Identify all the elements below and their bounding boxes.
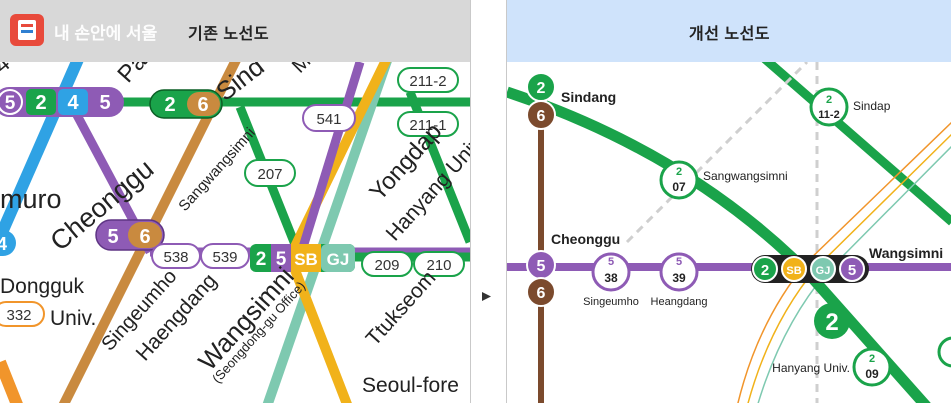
code-332: 332 <box>6 307 31 324</box>
existing-map-panel: 5 2 4 5 2 6 5 6 2 5 SB <box>0 0 471 403</box>
line5-up-track <box>295 62 365 259</box>
code-211-2: 211-2 <box>409 73 446 90</box>
seoul-app-icon <box>10 14 44 46</box>
left-header: 내 손안에 서울 기존 노선도 <box>0 0 470 62</box>
code-209: 209 <box>374 257 399 274</box>
station-label-muro: muro <box>0 184 62 214</box>
sindang-line6-label: 6 <box>197 94 208 116</box>
station-label-hanyang: Hanyang Univ. <box>772 361 850 375</box>
code-538: 538 <box>163 249 188 266</box>
code-pill-332 <box>0 301 45 327</box>
sindang-line2-badge: 2 <box>537 80 546 97</box>
station-label-ttukseom: Ttukseom <box>362 266 441 350</box>
station-singeumho: 5 38 Singeumho <box>583 252 639 308</box>
code-210: 210 <box>426 257 451 274</box>
wangsimni-gj-badge: GJ <box>816 265 831 277</box>
right-header: 개선 노선도 <box>507 0 951 62</box>
station-sindap: 2 11-2 Sindap <box>809 87 891 127</box>
heangdang-number: 39 <box>672 271 686 285</box>
left-panel-title: 기존 노선도 <box>188 26 270 43</box>
arrow-right-icon <box>482 292 491 301</box>
line4-stub-label: 4 <box>0 234 7 254</box>
code-541: 541 <box>316 111 341 128</box>
logo-text: 내 손안에 서울 <box>54 24 158 43</box>
wangsimni-badge: 2 5 SB GJ <box>250 244 355 272</box>
wangsimni-line5-label: 5 <box>276 249 287 270</box>
singeumho-line-badge: 5 <box>608 256 614 268</box>
station-label-ma: Mal <box>288 62 326 78</box>
code-pill-541 <box>302 104 356 132</box>
heangdang-line-badge: 5 <box>676 256 682 268</box>
sb-lower-track <box>285 255 352 403</box>
right-panel-title: 개선 노선도 <box>688 26 771 43</box>
station-label-dongguk-univ: Univ. <box>50 307 96 330</box>
hanyang-number: 09 <box>865 367 879 381</box>
sindang-line6-badge: 6 <box>537 108 546 125</box>
seoul-logo: 내 손안에 서울 <box>10 14 170 46</box>
station-wangsimni: 2 SB GJ 5 Wangsimni <box>751 245 943 283</box>
code-pill-211-1 <box>397 111 459 137</box>
sindap-line-badge: 2 <box>826 94 832 106</box>
code-pill-210 <box>413 251 465 277</box>
station-hanyang: 2 09 Hanyang Univ. <box>772 347 892 387</box>
line4-track <box>0 62 84 240</box>
wangsimni-sb-badge: SB <box>786 265 801 277</box>
sangwangsimni-number: 07 <box>672 180 686 194</box>
improved-map: 2 6 Sindang 2 11-2 Sindap 2 07 Sangwangs… <box>507 62 951 403</box>
improved-map-panel: 2 6 Sindang 2 11-2 Sindap 2 07 Sangwangs… <box>506 0 951 403</box>
edge-station-marker <box>937 336 951 368</box>
station-cheonggu: 5 6 Cheonggu <box>526 231 620 307</box>
station-label-sangwangsimni: Sangwangsimni <box>703 169 788 183</box>
cheonggu-line6-label: 6 <box>139 226 150 248</box>
cheonggu-line5-badge: 5 <box>537 258 546 275</box>
station-sangwangsimni: 2 07 Sangwangsimni <box>659 160 788 200</box>
top-line4-label: 4 <box>67 92 79 114</box>
station-label-top-left: 4 <box>0 62 15 78</box>
cheonggu-line6-badge: 6 <box>537 285 546 302</box>
code-207: 207 <box>257 166 282 183</box>
line4-station-badge: 4 <box>0 230 16 256</box>
code-pill-539 <box>200 243 250 269</box>
station-label-sindap: Sindap <box>853 99 891 113</box>
wangsimni-line2-badge: 2 <box>761 262 769 279</box>
existing-map: 5 2 4 5 2 6 5 6 2 5 SB <box>0 62 470 403</box>
sindap-number: 11-2 <box>818 109 839 121</box>
top-badge-group: 5 2 4 5 <box>0 87 124 117</box>
wangsimni-sb-label: SB <box>294 250 318 269</box>
line2-upper-track <box>761 62 951 226</box>
hanyang-line-badge: 2 <box>869 353 875 365</box>
code-pill-209 <box>361 251 413 277</box>
sindang-line2-label: 2 <box>164 94 175 116</box>
station-label-sindang: Sindang <box>561 89 616 105</box>
line2-big-marker: 2 <box>814 303 850 339</box>
station-label-heangdang: Heangdang <box>651 296 708 308</box>
code-539: 539 <box>212 249 237 266</box>
cheonggu-badge: 5 6 <box>95 219 165 251</box>
code-pill-207 <box>244 159 296 187</box>
top-line2-label: 2 <box>35 92 46 114</box>
station-label-seoul-forest: Seoul-fore <box>362 374 459 397</box>
code-pill-211-2 <box>397 67 459 93</box>
station-sindang: 2 6 Sindang <box>526 72 616 130</box>
station-label-pa: Pa <box>112 62 152 88</box>
station-label-dongguk: Dongguk <box>0 275 85 298</box>
wangsimni-gj-label: GJ <box>327 250 350 269</box>
code-211-1: 211-1 <box>409 117 446 134</box>
top-line5b-label: 5 <box>99 92 110 114</box>
line2-big-label: 2 <box>825 309 838 336</box>
sangwangsimni-line-badge: 2 <box>676 166 682 178</box>
station-label-wangsimni: Wangsimni <box>869 245 943 261</box>
dashed-track-diag <box>625 62 809 244</box>
orange-track <box>0 359 23 403</box>
sindang-badge: 2 6 <box>149 89 223 119</box>
station-label-singeumho: Singeumho <box>583 296 639 308</box>
station-label-cheonggu: Cheonggu <box>551 231 620 247</box>
wangsimni-line5-badge: 5 <box>848 262 856 279</box>
gj-track <box>262 62 392 403</box>
station-heangdang: 5 39 Heangdang <box>651 252 708 308</box>
top-line5-label: 5 <box>5 93 16 114</box>
singeumho-number: 38 <box>604 271 618 285</box>
wangsimni-line2-label: 2 <box>256 249 267 270</box>
cheonggu-line5-label: 5 <box>107 226 118 248</box>
